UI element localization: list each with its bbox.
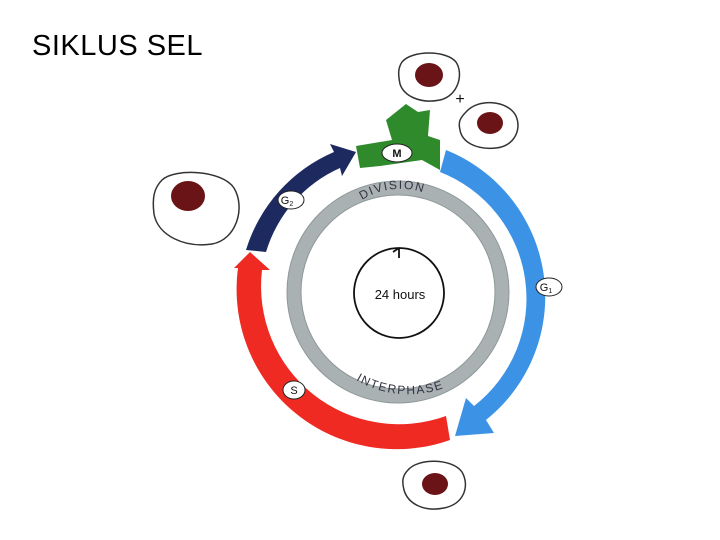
g1-arrow <box>440 150 545 436</box>
division-label: DIVISION <box>357 178 427 203</box>
m-label: M <box>392 148 401 160</box>
cell-nucleus <box>422 473 448 495</box>
cell-dividing-right <box>459 103 518 149</box>
cell-nucleus <box>415 63 443 87</box>
cell-dividing-top <box>399 53 460 101</box>
cell-g2 <box>153 172 239 244</box>
plus-sign: + <box>455 91 464 108</box>
clock-label: 24 hours <box>375 287 426 302</box>
s-label: S <box>290 385 297 397</box>
cell-nucleus <box>477 112 503 134</box>
cell-g1 <box>403 461 466 509</box>
cell-nucleus <box>171 181 205 211</box>
